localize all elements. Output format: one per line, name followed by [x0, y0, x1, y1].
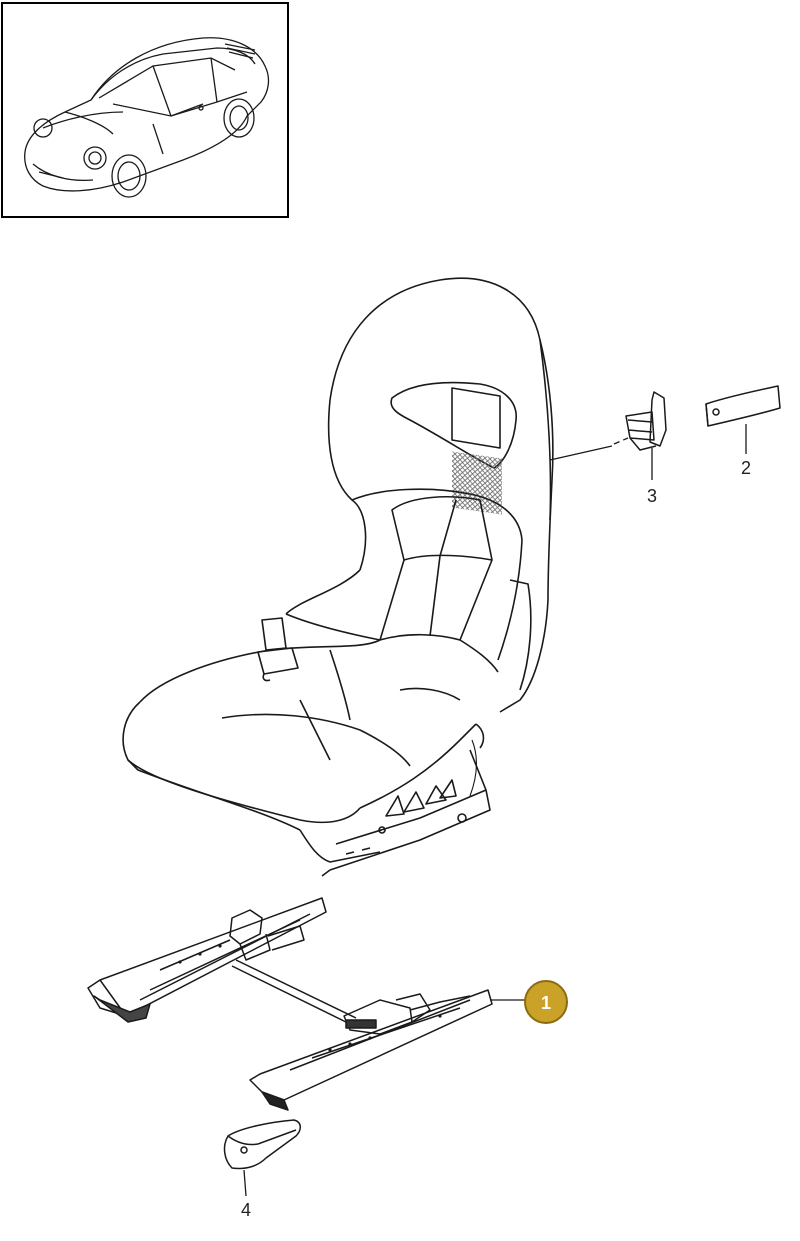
- car-drawing: [24, 37, 270, 198]
- leader-line-3-to-seat: [549, 445, 613, 461]
- callout-1[interactable]: 1: [524, 980, 568, 1024]
- guide-part: [625, 391, 667, 451]
- leader-line-4: [243, 1169, 247, 1197]
- callout-3-label: 3: [647, 486, 657, 506]
- cover-cap-part: [705, 385, 781, 427]
- callout-4[interactable]: 4: [241, 1200, 251, 1220]
- leader-lines: [243, 424, 747, 1197]
- vehicle-thumbnail[interactable]: [1, 2, 289, 218]
- seat-rail-assembly: [87, 897, 493, 1111]
- callout-2[interactable]: 2: [741, 458, 751, 478]
- callout-2-label: 2: [741, 458, 751, 478]
- callout-1-label: 1: [541, 993, 551, 1013]
- callout-4-label: 4: [241, 1200, 251, 1220]
- callout-1-badge: [524, 980, 568, 1024]
- trim-cover-part: [223, 1119, 301, 1170]
- callout-3[interactable]: 3: [647, 486, 657, 506]
- seat-assembly: [122, 277, 554, 877]
